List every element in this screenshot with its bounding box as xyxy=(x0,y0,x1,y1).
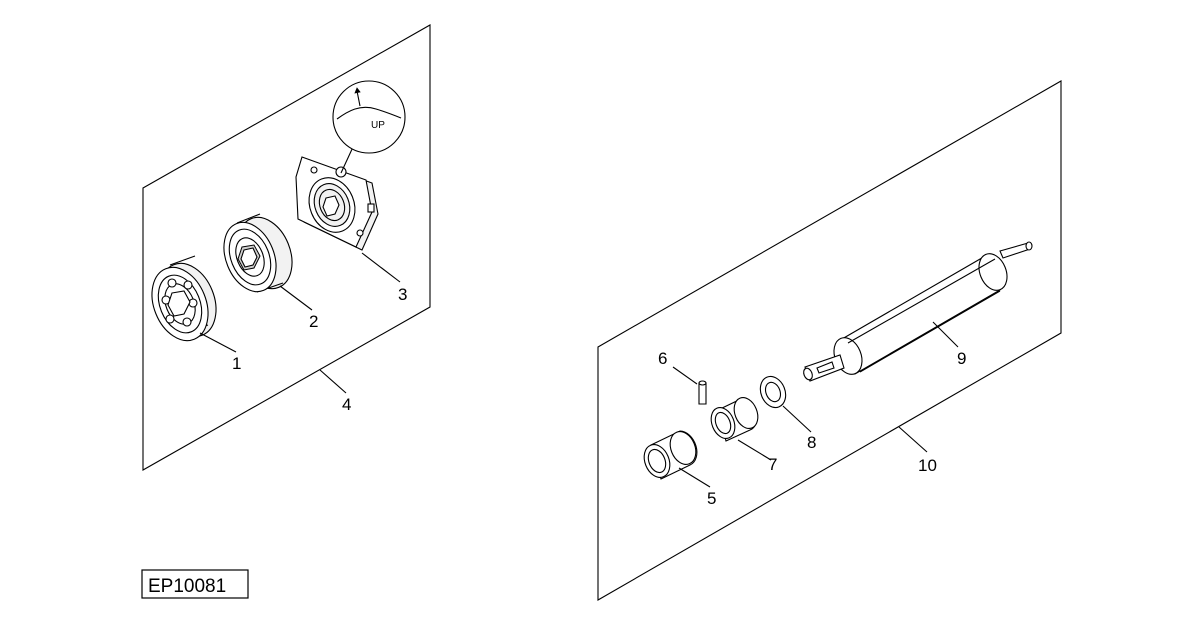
flange-housing-part xyxy=(295,156,379,251)
figure-id: EP10081 xyxy=(148,576,226,597)
callout-8: 8 xyxy=(807,433,816,452)
callout-1: 1 xyxy=(232,354,241,373)
callout-3: 3 xyxy=(398,285,407,304)
up-arrowhead-icon xyxy=(354,87,361,94)
roller-group-panel xyxy=(597,80,1062,601)
up-arrow-icon xyxy=(356,90,361,107)
leader-2 xyxy=(279,285,313,311)
callout-7: 7 xyxy=(768,455,777,474)
leader-10 xyxy=(898,426,928,453)
leader-1 xyxy=(199,332,237,353)
figure-id-box xyxy=(141,569,249,599)
roll-pin-part xyxy=(698,380,707,405)
bearing-group-panel xyxy=(142,24,431,471)
leader-5 xyxy=(678,467,711,488)
leader-8 xyxy=(782,405,812,433)
leader-4 xyxy=(319,369,347,394)
callout-4: 4 xyxy=(342,395,351,414)
leader-9 xyxy=(932,321,959,348)
leader-6 xyxy=(672,366,698,385)
callout-6: 6 xyxy=(658,349,667,368)
bushing-long-part xyxy=(643,430,698,480)
up-label: UP xyxy=(371,120,385,131)
ball-bearing-part xyxy=(151,255,217,342)
bushing-short-part xyxy=(710,397,759,442)
leader-7 xyxy=(737,439,772,461)
callout-2: 2 xyxy=(309,312,318,331)
up-orientation-detail: UP xyxy=(332,80,406,174)
bearing-insert-part xyxy=(223,213,293,293)
callout-10: 10 xyxy=(918,456,937,475)
roller-shaft-part xyxy=(803,241,1033,382)
callout-5: 5 xyxy=(707,489,716,508)
leader-3 xyxy=(361,252,401,283)
washer-part xyxy=(759,375,787,409)
callout-9: 9 xyxy=(957,349,966,368)
